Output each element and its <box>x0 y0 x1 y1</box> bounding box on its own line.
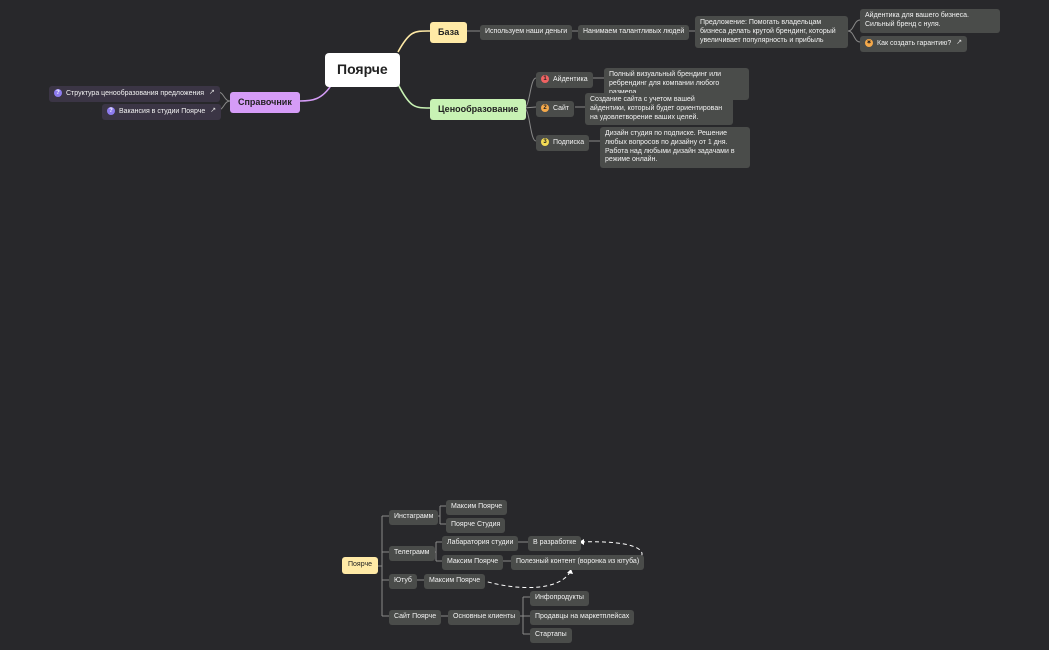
link-root-baza <box>397 30 431 53</box>
map2-youtube[interactable]: Ютуб <box>389 574 417 589</box>
link-offer-identity <box>847 19 861 32</box>
map2-telegram-maxim[interactable]: Максим Поярче <box>442 555 504 570</box>
question-icon: ? <box>107 107 115 116</box>
map2-site[interactable]: Сайт Поярче <box>389 610 442 625</box>
map2-youtube-maxim[interactable]: Максим Поярче <box>424 574 486 589</box>
pricing-item-subscription[interactable]: 3 Подписка <box>536 135 590 151</box>
map2-main-clients[interactable]: Основные клиенты <box>448 610 521 625</box>
pricing-item-label: Подписка <box>553 138 585 146</box>
map2-in-development[interactable]: В разработке <box>528 536 582 551</box>
external-link-icon[interactable]: ↗ <box>956 39 963 46</box>
external-link-icon[interactable]: ↗ <box>209 89 215 96</box>
root-node[interactable]: Поярче <box>325 53 400 87</box>
map2-instagram[interactable]: Инстаграмм <box>389 510 439 525</box>
link-root-reference <box>299 83 333 102</box>
branch-reference[interactable]: Справочник <box>230 92 300 114</box>
orange-badge-icon: ✶ <box>865 39 873 48</box>
map2-telegram-lab[interactable]: Лабаратория студии <box>442 536 519 551</box>
link-root-pricing <box>397 83 431 109</box>
question-icon: ? <box>54 89 62 98</box>
dashed-useful-to-dev <box>579 541 643 562</box>
baza-chain-2[interactable]: Нанимаем талантливых людей <box>578 25 690 40</box>
arrowhead-useful <box>567 569 573 574</box>
map2-instagram-studio[interactable]: Поярче Студия <box>446 518 506 533</box>
branch-baza[interactable]: База <box>430 22 467 44</box>
offer-node[interactable]: Предложение: Помогать владельцам бизнеса… <box>695 16 848 49</box>
reference-item-vacancy[interactable]: ? Вакансия в студии Поярче ↗ <box>102 104 222 120</box>
link-offer-guarantee <box>847 30 861 43</box>
pricing-desc-site[interactable]: Создание сайта с учетом вашей айдентики,… <box>585 93 733 126</box>
priority-3-icon: 3 <box>541 138 549 146</box>
map2-root-node[interactable]: Поярче <box>342 557 378 574</box>
priority-2-icon: 2 <box>541 104 549 112</box>
link2-root-children <box>376 515 389 617</box>
pricing-item-identity[interactable]: 1 Айдентика <box>536 72 593 88</box>
reference-item-pricing-structure[interactable]: ? Структура ценообразования предложения ↗ <box>49 86 220 102</box>
branch-pricing[interactable]: Ценообразование <box>430 99 527 121</box>
reference-label: Вакансия в студии Поярче <box>119 108 206 116</box>
guarantee-label: Как создать гарантию? <box>877 40 952 48</box>
map2-client-marketplace[interactable]: Продавцы на маркетплейсах <box>530 610 635 625</box>
map2-instagram-maxim[interactable]: Максим Поярче <box>446 500 508 515</box>
link2-clients-items <box>518 596 530 635</box>
map2-telegram[interactable]: Телеграмм <box>389 546 435 561</box>
offer-guarantee-node[interactable]: ✶ Как создать гарантию? ↗ <box>860 36 968 52</box>
dashed-youtube-to-useful <box>480 571 571 588</box>
arrowhead-dev <box>579 539 584 545</box>
priority-1-icon: 1 <box>541 75 549 83</box>
pricing-desc-subscription[interactable]: Дизайн студия по подписке. Решение любых… <box>600 127 750 168</box>
offer-identity-node[interactable]: Айдентика для вашего бизнеса. Сильный бр… <box>860 9 1000 33</box>
external-link-icon[interactable]: ↗ <box>210 107 217 114</box>
map2-client-startups[interactable]: Стартапы <box>530 628 572 643</box>
baza-chain-1[interactable]: Используем наши деньги <box>480 25 573 40</box>
reference-label: Структура ценообразования предложения <box>66 90 205 98</box>
pricing-item-label: Айдентика <box>553 75 588 83</box>
pricing-item-site[interactable]: 2 Сайт <box>536 101 575 117</box>
map2-client-infoproducts[interactable]: Инфопродукты <box>530 591 589 606</box>
pricing-item-label: Сайт <box>553 104 570 112</box>
map2-useful-content[interactable]: Полезный контент (воронка из ютуба) <box>511 555 645 570</box>
